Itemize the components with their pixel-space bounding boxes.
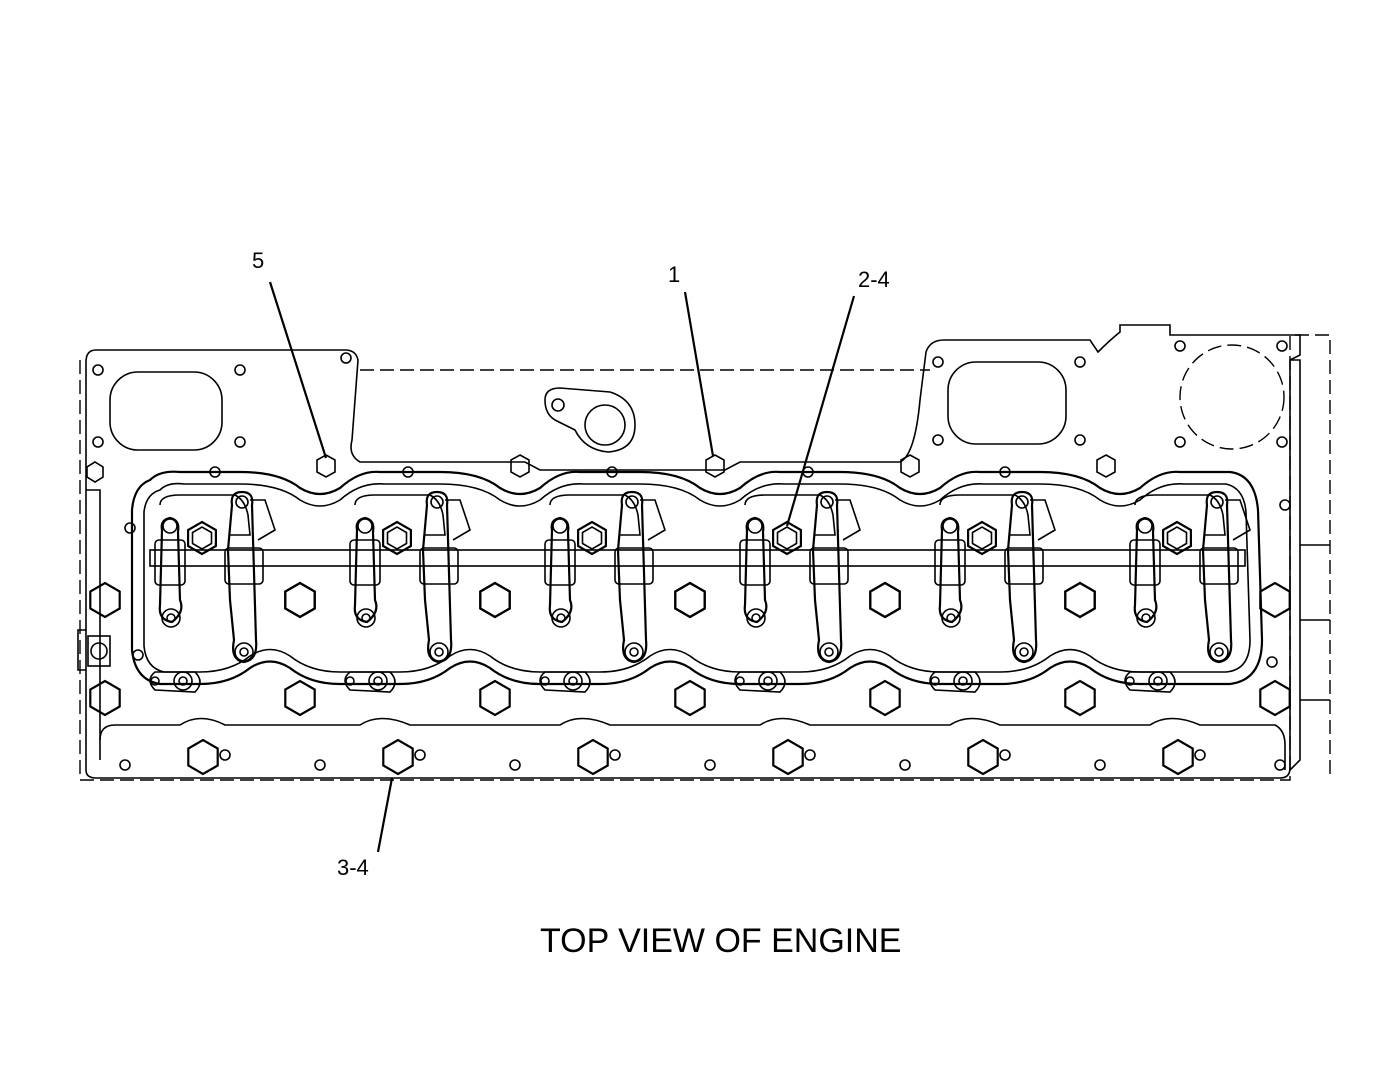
rocker-shaft xyxy=(149,549,1246,567)
head-bolt xyxy=(284,679,316,717)
callout-3-4: 3-4 xyxy=(337,855,369,880)
head-bolt xyxy=(187,738,219,776)
center-boss xyxy=(544,387,636,453)
thermostat-opening xyxy=(1179,344,1285,450)
diagram-caption: TOP VIEW OF ENGINE xyxy=(540,922,901,960)
callout-labels: 5 1 2-4 3-4 xyxy=(252,248,890,880)
cylinder-head-bolts xyxy=(89,581,1291,776)
head-bolt xyxy=(674,679,706,717)
small-fastener-holes xyxy=(92,340,1291,771)
leader-5 xyxy=(268,281,328,459)
head-bolt xyxy=(479,679,511,717)
head-bolt xyxy=(1259,581,1291,619)
head-bolt xyxy=(772,738,804,776)
head-bolt xyxy=(869,581,901,619)
leader-3-4 xyxy=(376,777,394,853)
head-bolt xyxy=(382,738,414,776)
intake-port-right xyxy=(947,361,1067,445)
rocker-arm-group xyxy=(344,490,471,693)
head-bolt xyxy=(1064,679,1096,717)
leader-2-4 xyxy=(785,295,856,527)
rocker-arm-group xyxy=(929,490,1056,693)
head-bolt xyxy=(674,581,706,619)
head-bolt xyxy=(479,581,511,619)
head-bolt xyxy=(577,738,609,776)
head-bolt xyxy=(1064,581,1096,619)
intake-port-left xyxy=(109,371,223,451)
head-bolt xyxy=(89,679,121,717)
head-bolt xyxy=(89,581,121,619)
rocker-arm-groups xyxy=(149,490,1251,693)
callout-1: 1 xyxy=(668,262,680,287)
rocker-arm-group xyxy=(539,490,666,693)
leader-lines xyxy=(268,281,856,853)
cylinder-head-outline xyxy=(77,324,1331,781)
head-bolt xyxy=(967,738,999,776)
hex-bolts-top xyxy=(86,454,1116,483)
rocker-arm-group xyxy=(149,490,276,693)
callout-5: 5 xyxy=(252,248,264,273)
head-bolt xyxy=(869,679,901,717)
leader-1 xyxy=(683,291,715,457)
rocker-arm-group xyxy=(1124,490,1251,693)
rocker-arm-group xyxy=(734,490,861,693)
head-bolt xyxy=(1259,679,1291,717)
callout-2-4: 2-4 xyxy=(858,267,890,292)
head-bolt xyxy=(284,581,316,619)
head-bolt xyxy=(1162,738,1194,776)
